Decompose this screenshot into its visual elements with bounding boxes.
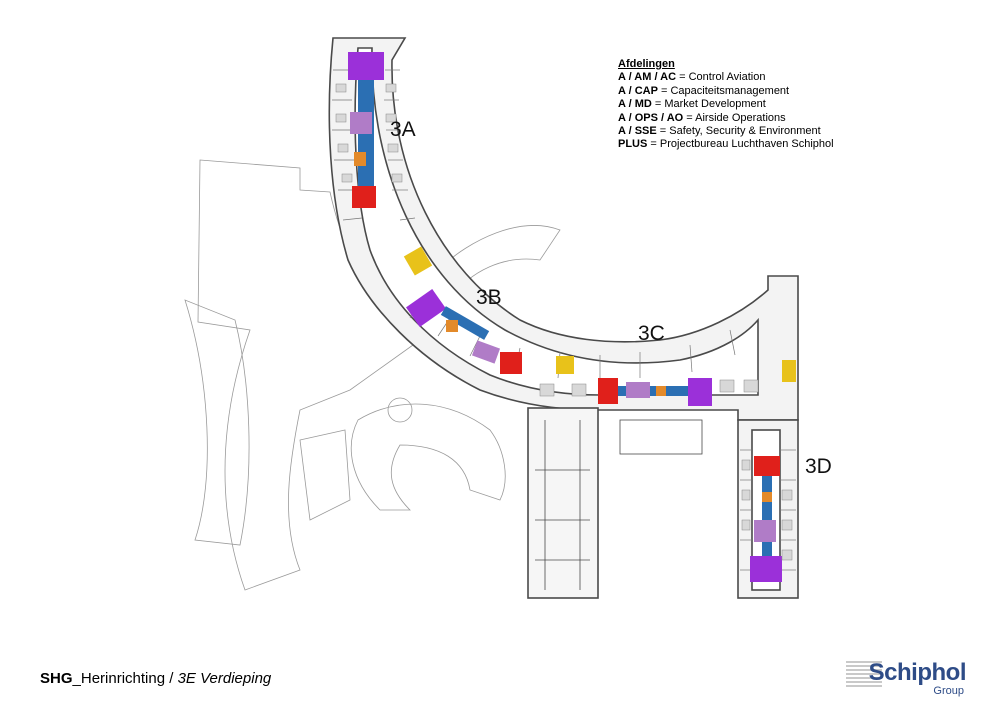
- floor-plan: [184, 37, 799, 599]
- footer-project-code: SHG: [40, 670, 73, 687]
- block-red: [754, 456, 780, 476]
- legend-entry: A / SSE = Safety, Security & Environment: [618, 125, 821, 138]
- footer-title: SHG_Herinrichting / 3E Verdieping: [40, 670, 271, 687]
- legend-label: Control Aviation: [688, 71, 766, 84]
- block-lavender: [471, 340, 501, 364]
- legend-label: Capaciteitsmanagement: [670, 84, 790, 97]
- legend-entry: A / AM / AC = Control Aviation: [618, 71, 766, 84]
- footer-floor: 3E Verdieping: [177, 670, 272, 687]
- legend-code: A / CAP: [618, 84, 658, 97]
- legend-title: Afdelingen: [618, 58, 675, 70]
- legend-label: Projectbureau Luchthaven Schiphol: [659, 138, 834, 151]
- logo-group: Group: [933, 685, 964, 697]
- block-purple: [688, 378, 712, 406]
- corridor-blue: [618, 386, 688, 396]
- block-orange: [656, 386, 666, 396]
- block-yellow: [782, 360, 796, 382]
- legend-entry: PLUS = Projectbureau Luchthaven Schiphol: [618, 138, 834, 151]
- block-red: [598, 378, 618, 404]
- zone-label-3b: 3B: [476, 286, 502, 309]
- block-red: [352, 186, 376, 208]
- legend-label: Market Development: [664, 98, 766, 111]
- legend-code: A / OPS / AO: [618, 111, 684, 124]
- block-red: [500, 352, 522, 374]
- legend-code: A / AM / AC: [618, 71, 677, 84]
- corridor-blue: [440, 306, 490, 340]
- block-yellow: [556, 356, 574, 374]
- legend-entry: A / OPS / AO = Airside Operations: [618, 111, 786, 124]
- block-purple: [750, 556, 782, 582]
- zone-label-3a: 3A: [390, 118, 416, 141]
- legend-code: A / SSE: [618, 125, 657, 138]
- logo-name: Schiphol: [868, 659, 967, 686]
- block-purple: [406, 288, 446, 328]
- legend-code: A / MD: [618, 98, 652, 111]
- zone-label-3c: 3C: [638, 322, 665, 345]
- block-yellow: [403, 246, 433, 276]
- block-purple: [348, 52, 384, 80]
- block-lavender: [754, 520, 776, 542]
- legend-code: PLUS: [618, 138, 648, 151]
- block-orange: [446, 320, 458, 332]
- legend-entry: A / MD = Market Development: [618, 98, 766, 111]
- block-orange: [762, 492, 772, 502]
- department-blocks: [348, 52, 796, 582]
- legend-entry: A / CAP = Capaciteitsmanagement: [618, 84, 790, 97]
- department-legend: Afdelingen A / AM / AC = Control Aviatio…: [618, 58, 834, 152]
- corridor-blue: [762, 476, 772, 556]
- block-lavender: [350, 112, 372, 134]
- block-lavender: [626, 382, 650, 398]
- footer-project-name: _Herinrichting /: [72, 670, 174, 687]
- legend-label: Airside Operations: [695, 111, 786, 124]
- logo-stripes-icon: [846, 661, 882, 687]
- zone-label-3d: 3D: [805, 455, 832, 478]
- schiphol-logo: Schiphol Group: [846, 655, 970, 701]
- block-orange: [354, 152, 366, 166]
- lower-block: [527, 407, 703, 599]
- legend-label: Safety, Security & Environment: [669, 125, 821, 138]
- desks: [335, 83, 793, 561]
